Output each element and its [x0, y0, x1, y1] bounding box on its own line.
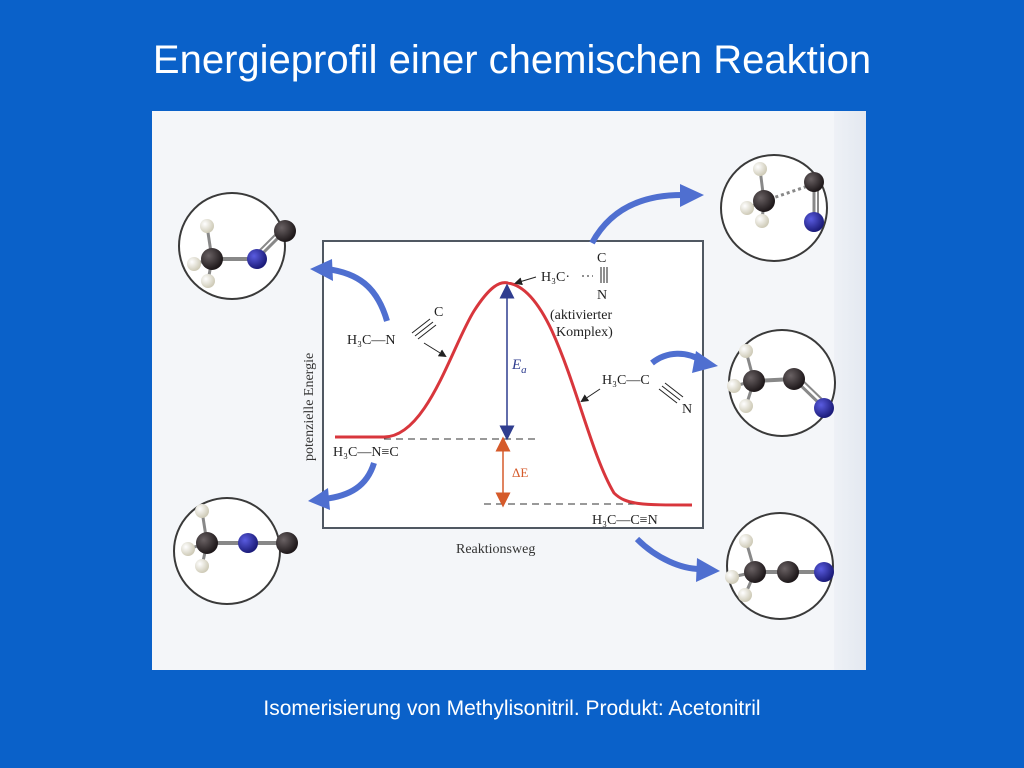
falling-structure-label: H₃C—C	[602, 373, 650, 388]
slide-title: Energieprofil einer chemischen Reaktion	[152, 38, 872, 82]
ts-formula: H₃C·	[541, 270, 570, 285]
molecule-transition-icon	[720, 154, 828, 262]
falling-pointer-arrow	[580, 388, 601, 403]
reactant-label: H₃C—N≡C	[333, 445, 399, 460]
energy-profile-diagram: Ea ΔE potenzielle Energie Reaktionsweg H…	[173, 154, 836, 620]
product-label: H₃C—C≡N	[592, 513, 658, 528]
arrow-to-transition-circle	[589, 192, 683, 245]
falling-structure-n: N	[682, 402, 692, 417]
x-axis-label: Reaktionsweg	[456, 542, 535, 557]
ts-pointer-arrow	[514, 276, 537, 286]
y-axis-label: potenzielle Energie	[302, 353, 317, 461]
rising-structure-c: C	[434, 305, 443, 320]
rising-pointer-arrow	[423, 342, 447, 358]
energy-curve	[335, 281, 693, 507]
arrow-to-reactant-circle	[326, 266, 390, 322]
molecule-product-icon	[725, 512, 834, 620]
ts-nitrogen: N	[597, 288, 607, 303]
arrow-to-start-circle	[323, 462, 377, 502]
arrow-to-product-circle	[634, 536, 701, 572]
molecule-start-icon	[173, 497, 298, 605]
slide-caption: Isomerisierung von Methylisonitril. Prod…	[263, 697, 761, 720]
figure-page-edge	[834, 111, 866, 670]
energy-profile-figure: Ea ΔE potenzielle Energie Reaktionsweg H…	[152, 111, 866, 670]
ea-label: Ea	[511, 357, 527, 376]
molecule-reactant-icon	[178, 192, 296, 300]
ts-note-line1: (aktivierter	[550, 308, 613, 323]
rising-structure-label: H₃C—N	[347, 333, 395, 348]
ts-note-line2: Komplex)	[556, 325, 613, 340]
molecule-intermediate-icon	[727, 329, 836, 437]
ts-carbon: C	[597, 251, 606, 266]
delta-e-label: ΔE	[512, 465, 528, 480]
